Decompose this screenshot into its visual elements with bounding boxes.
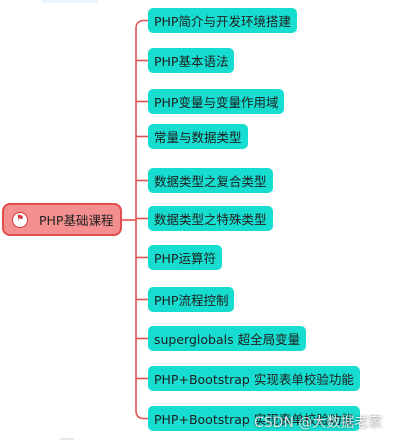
top-edge-strip <box>42 0 98 3</box>
flag-icon: ⚑ <box>12 211 28 228</box>
topic-node[interactable]: PHP运算符 <box>148 245 222 270</box>
topic-node[interactable]: 常量与数据类型 <box>148 124 248 149</box>
topic-node[interactable]: 数据类型之特殊类型 <box>148 206 273 231</box>
footer-mark <box>60 438 74 440</box>
root-node-label: PHP基础课程 <box>39 213 114 228</box>
topic-node[interactable]: superglobals 超全局变量 <box>148 326 307 351</box>
topic-node[interactable]: PHP流程控制 <box>148 287 235 312</box>
topic-node[interactable]: PHP基本语法 <box>148 48 235 73</box>
topic-node[interactable]: PHP+Bootstrap 实现表单校验功能 <box>148 406 360 431</box>
topic-node[interactable]: PHP变量与变量作用域 <box>148 89 285 114</box>
branch-connector <box>135 410 148 420</box>
root-node[interactable]: ⚑ PHP基础课程 <box>2 203 122 236</box>
topic-node[interactable]: 数据类型之复合类型 <box>148 168 273 193</box>
watermark: CSDN @大数据老家 <box>254 415 383 431</box>
branch-connector <box>135 19 148 29</box>
topic-node[interactable]: PHP简介与开发环境搭建 <box>148 8 297 33</box>
topic-node[interactable]: PHP+Bootstrap 实现表单校验功能 <box>148 366 360 391</box>
